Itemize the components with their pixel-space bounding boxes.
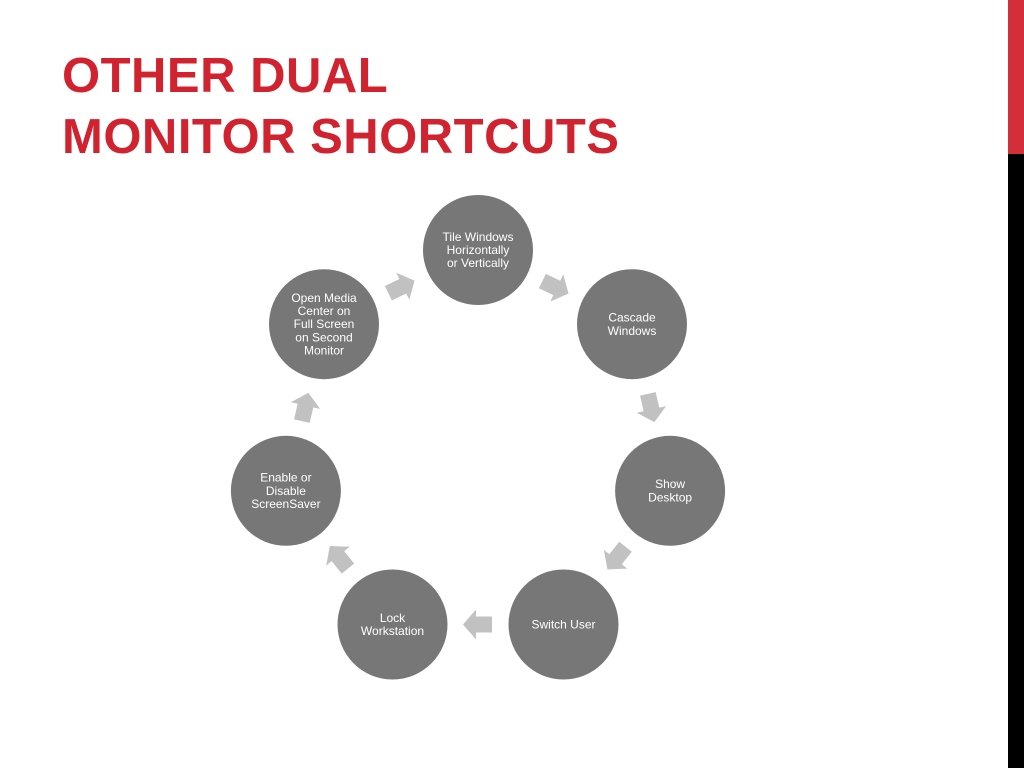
cycle-node-label-line: Desktop (648, 490, 692, 504)
cycle-arrow-shape (463, 609, 492, 640)
cycle-arrow-shape (290, 392, 321, 423)
cycle-node-label-line: Center on (298, 304, 351, 318)
cycle-node-label-line: Full Screen (294, 317, 355, 331)
slide-title-line-1: OTHER DUAL (62, 49, 389, 103)
cycle-node-circle (269, 269, 379, 380)
slide-title-line-2: MONITOR SHORTCUTS (62, 110, 620, 164)
cycle-node-circle (577, 269, 687, 380)
cycle-arrow-shape (636, 392, 667, 423)
side-accent-bar-black (1008, 154, 1024, 768)
cycle-node-label-line: ScreenSaver (251, 497, 320, 511)
cycle-arrow-shape (326, 545, 355, 574)
cycle-node-label-line: Disable (266, 484, 306, 498)
cycle-arrow (636, 392, 667, 423)
cycle-arrow-shape (384, 272, 415, 301)
cycle-node-label-line: or Vertically (447, 256, 509, 270)
cycle-node-label-line: on Second (295, 330, 352, 344)
cycle-node-circle (230, 435, 341, 546)
cycle-node-label-line: Switch User (531, 618, 595, 632)
cycle-arrow (538, 273, 569, 302)
cycle-node: Switch User (508, 569, 619, 680)
cycle-node-label-line: Tile Windows (443, 230, 514, 244)
cycle-node-circle (615, 435, 726, 546)
cycle-node-label-line: Cascade (608, 311, 656, 325)
cycle-arrow (603, 541, 632, 570)
cycle-node-label-line: Windows (608, 324, 657, 338)
cycle-node-label: Switch User (531, 618, 595, 632)
cycle-arrow-shape (538, 273, 569, 302)
side-accent-bar-red (1008, 0, 1024, 154)
cycle-node-circle (508, 569, 619, 680)
cycle-arrow (384, 272, 415, 301)
cycle-node-circle (423, 195, 533, 305)
slide-title: OTHER DUAL MONITOR SHORTCUTS (62, 46, 619, 168)
cycle-arrow (463, 609, 492, 640)
cycle-node-label-line: Horizontally (447, 243, 510, 257)
cycle-arrow (290, 392, 321, 423)
cycle-node-label-line: Enable or (260, 471, 311, 485)
cycle-node-circle (337, 569, 448, 680)
cycle-node-label-line: Open Media (291, 291, 357, 305)
cycle-arrow (326, 545, 355, 574)
cycle-arrow-shape (603, 541, 632, 570)
cycle-node-label-line: Workstation (361, 624, 424, 638)
cycle-node-label-line: Show (655, 477, 685, 491)
cycle-node-label-line: Monitor (304, 344, 344, 358)
cycle-node-label-line: Lock (380, 611, 406, 625)
